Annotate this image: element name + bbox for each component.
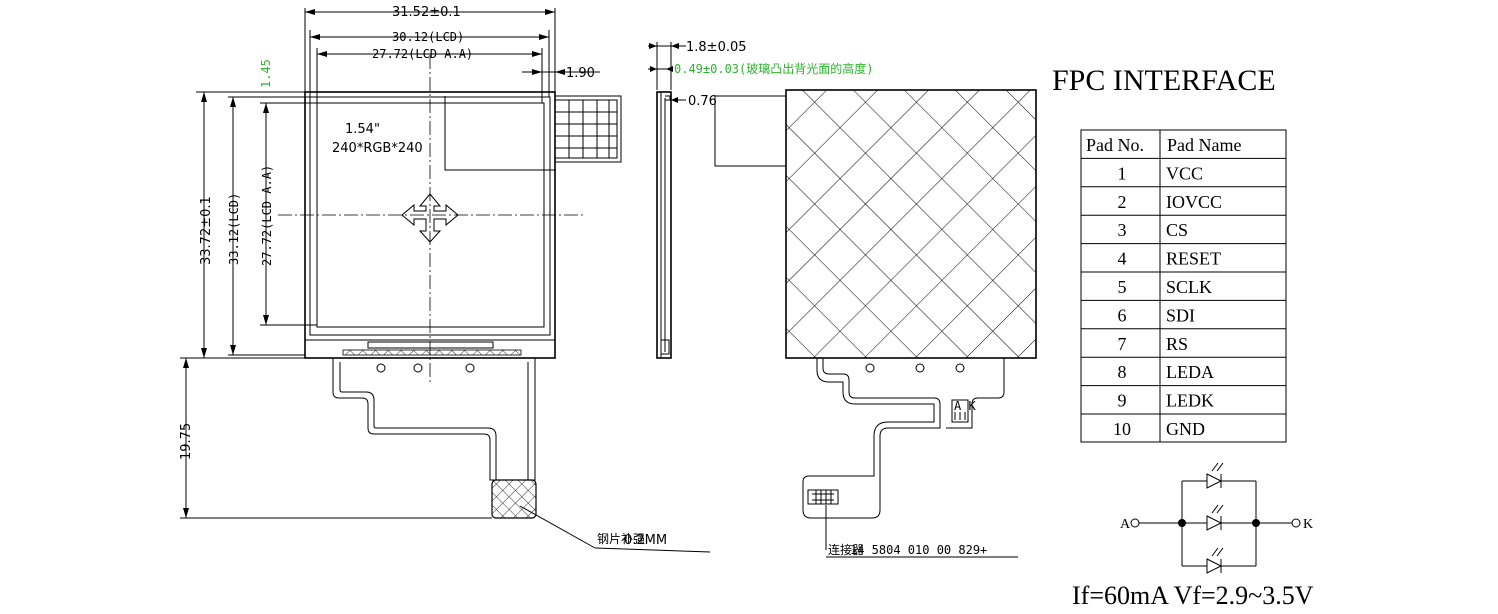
- led-diode: [1182, 462, 1256, 489]
- pad-number: 4: [1118, 249, 1127, 269]
- led-circuit: A K If=60mA Vf=2.9~3.5V: [1072, 462, 1314, 610]
- svg-text:0.49±0.03(玻璃凸出背光面的高度): 0.49±0.03(玻璃凸出背光面的高度): [674, 61, 873, 76]
- stiffener-value: 0.2MM: [624, 533, 667, 548]
- left-dimensions: 33.72±0.1 33.12(LCD) 27.72(LCD A.A) 19.7…: [179, 91, 492, 519]
- front-view: 钢片补强 0.2MM 1.54" 240*RGB*240 31.52±0.1 3…: [179, 5, 711, 553]
- pad-name: RS: [1166, 334, 1188, 354]
- pad-name: SDI: [1166, 305, 1195, 325]
- pad-number: 10: [1113, 419, 1131, 439]
- connector-part: 14 5804 010 00 829+: [850, 543, 987, 557]
- side-view: 1.8±0.05 0.49±0.03(玻璃凸出背光面的高度) 0.76: [648, 40, 873, 359]
- pad-name: LEDA: [1166, 362, 1214, 382]
- pad-name: VCC: [1166, 163, 1203, 183]
- pad-number: 7: [1118, 334, 1127, 354]
- header-pad-name: Pad Name: [1167, 135, 1241, 155]
- led-diode: [1182, 547, 1256, 574]
- pad-number: 2: [1118, 192, 1127, 212]
- pad-number: 8: [1118, 362, 1127, 382]
- bond-pad-strip: [342, 349, 522, 356]
- back-view: A K 连接器 14 5804 010 00 829+: [714, 89, 1037, 558]
- header-pad-no: Pad No.: [1086, 135, 1144, 155]
- resolution-label: 240*RGB*240: [332, 141, 423, 156]
- interface-title: FPC INTERFACE: [1052, 64, 1276, 97]
- led-diode: [1182, 504, 1256, 531]
- led-spec: If=60mA Vf=2.9~3.5V: [1072, 581, 1314, 610]
- svg-text:19.75: 19.75: [179, 423, 194, 460]
- svg-text:33.12(LCD): 33.12(LCD): [227, 193, 241, 265]
- svg-text:33.72±0.1: 33.72±0.1: [199, 196, 214, 265]
- svg-text:A K: A K: [954, 399, 976, 413]
- svg-text:1.45: 1.45: [259, 59, 273, 88]
- svg-text:0.76: 0.76: [688, 94, 717, 109]
- fpc-tail: [332, 358, 536, 481]
- pad-name: RESET: [1166, 249, 1221, 269]
- back-fpc-tail: [802, 358, 941, 519]
- pad-name: LEDK: [1166, 391, 1214, 411]
- pad-number: 6: [1118, 305, 1127, 325]
- pad-name: CS: [1166, 220, 1188, 240]
- connector-note: 连接器: [828, 542, 864, 557]
- backlight-hatched: [785, 89, 1037, 359]
- pad-number: 1: [1118, 163, 1127, 183]
- fpc-connector: [807, 489, 839, 505]
- anode-label: A: [1120, 517, 1131, 532]
- pad-name: GND: [1166, 419, 1205, 439]
- svg-text:1.8±0.05: 1.8±0.05: [686, 40, 747, 55]
- top-dimensions: 31.52±0.1 30.12(LCD) 27.72(LCD A.A) 1.90…: [259, 5, 600, 103]
- pad-number: 5: [1118, 277, 1127, 297]
- pad-number: 3: [1118, 220, 1127, 240]
- pad-number: 9: [1118, 391, 1127, 411]
- stiffener-note: 钢片补强: [597, 532, 645, 546]
- stiffener: [491, 479, 537, 519]
- center-mark: [401, 193, 459, 243]
- size-label: 1.54": [345, 122, 380, 137]
- cathode-label: K: [1303, 517, 1313, 532]
- pad-table: Pad No. Pad Name 1 VCC 2 IOVCC 3 CS 4 RESET 5 SCLK 6…: [1081, 135, 1286, 439]
- svg-text:27.72(LCD A.A): 27.72(LCD A.A): [372, 47, 473, 61]
- lcd-outline: [309, 96, 551, 336]
- pad-name: SCLK: [1166, 277, 1212, 297]
- svg-text:30.12(LCD): 30.12(LCD): [392, 30, 464, 44]
- pad-name: IOVCC: [1166, 192, 1222, 212]
- svg-text:1.90: 1.90: [566, 66, 595, 81]
- svg-text:31.52±0.1: 31.52±0.1: [392, 5, 461, 20]
- fpc-interface: FPC INTERFACE Pad No. Pad Name 1 VCC 2 IOVCC 3…: [1052, 64, 1287, 443]
- fpc-tab: [554, 95, 622, 163]
- svg-text:27.72(LCD A.A): 27.72(LCD A.A): [260, 165, 274, 266]
